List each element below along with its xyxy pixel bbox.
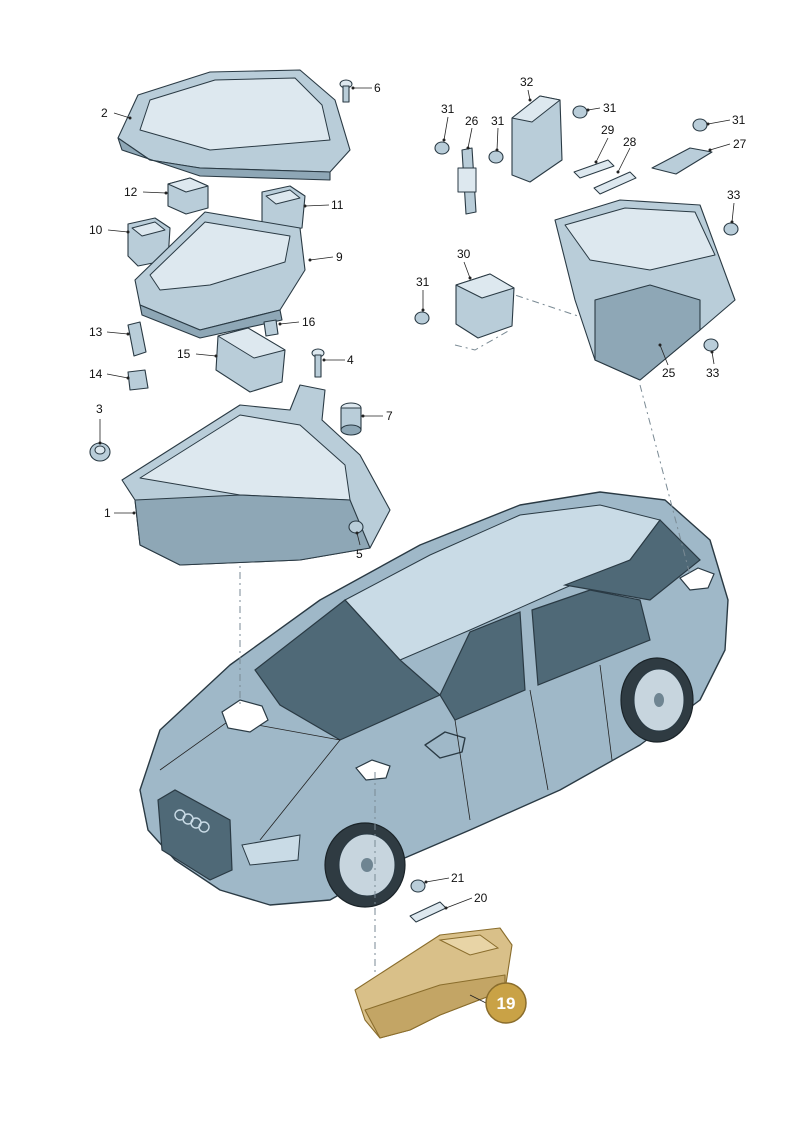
part-nut-3: [89, 442, 111, 462]
callout-7: 7: [386, 409, 393, 423]
part-fuse-strip-15: [215, 327, 286, 393]
part-clip-16: [263, 319, 279, 337]
part-fuse-carrier-9: [134, 211, 306, 339]
fender-location-marker: [355, 759, 391, 781]
part-nut-5: [348, 520, 364, 534]
callout-31-c: 31: [603, 101, 617, 115]
part-nut-31-a: [434, 141, 450, 155]
callout-9: 9: [336, 250, 343, 264]
part-nut-31-b: [488, 150, 504, 164]
part-strip-29: [573, 159, 615, 179]
callout-21: 21: [451, 871, 465, 885]
part-nut-21: [410, 879, 426, 893]
callout-29: 29: [601, 123, 615, 137]
part-housing-1: [121, 384, 391, 566]
part-module-32: [511, 95, 563, 183]
part-clip-14: [127, 369, 149, 391]
callout-13: 13: [89, 325, 103, 339]
callout-11: 11: [331, 198, 344, 212]
part-relay-30: [455, 273, 515, 339]
part-fuse-box-cover: [117, 69, 351, 181]
car-hood-line: [159, 719, 341, 841]
callout-3: 3: [96, 402, 103, 416]
car-door-lines: [454, 664, 613, 821]
callout-leaders: [98, 86, 735, 910]
callout-32: 32: [520, 75, 534, 89]
part-fuse-carrier-19: [354, 927, 513, 1039]
callout-27: 27: [733, 137, 747, 151]
part-grommet-7: [340, 402, 362, 436]
callout-31-e: 31: [416, 275, 430, 289]
hood-location-marker: [221, 699, 269, 733]
car-logo-rings: [174, 809, 210, 833]
callout-16: 16: [302, 315, 316, 329]
location-lines: [239, 289, 691, 975]
part-nut-31-e: [414, 311, 430, 325]
callout-12: 12: [124, 185, 138, 199]
part-nut-33-a: [723, 222, 739, 236]
part-nut-33-b: [703, 338, 719, 352]
callout-labels: 1 2 3 4 5 6 7 9 10 11 12 13 14 15 16 20 …: [89, 75, 747, 905]
part-distributor-25: [554, 199, 736, 381]
callout-25: 25: [662, 366, 676, 380]
part-clip-13: [127, 321, 147, 357]
callout-19-badge: 19: [469, 982, 527, 1024]
callout-30: 30: [457, 247, 471, 261]
callout-10: 10: [89, 223, 103, 237]
trunk-location-marker: [679, 567, 715, 591]
part-fuse-26: [457, 147, 477, 215]
callout-1: 1: [104, 506, 111, 520]
callout-15: 15: [177, 347, 191, 361]
car-rear-wheel: [620, 657, 694, 743]
callout-33-b: 33: [706, 366, 720, 380]
callout-6: 6: [374, 81, 381, 95]
part-fuse-27: [651, 147, 713, 175]
part-strip-28: [593, 171, 637, 195]
callout-26: 26: [465, 114, 479, 128]
callout-5: 5: [356, 547, 363, 561]
car-side-window-front: [439, 611, 526, 721]
car-headlight: [241, 834, 301, 866]
callout-33-a: 33: [727, 188, 741, 202]
part-relay-12: [167, 177, 209, 215]
part-screw-6: [339, 79, 353, 103]
callout-19: 19: [497, 994, 516, 1013]
car-rear-window: [562, 519, 701, 601]
callout-14: 14: [89, 367, 103, 381]
part-nut-31-c: [572, 105, 588, 119]
car-grille: [157, 789, 233, 881]
callout-2: 2: [101, 106, 108, 120]
car-side-window-rear: [531, 589, 651, 686]
callout-28: 28: [623, 135, 637, 149]
callout-4: 4: [347, 353, 354, 367]
callout-20: 20: [474, 891, 488, 905]
callout-31-d: 31: [732, 113, 746, 127]
car-side-mirror: [424, 731, 466, 759]
callout-31-b: 31: [491, 114, 505, 128]
callout-31-a: 31: [441, 102, 455, 116]
part-nut-31-d: [692, 118, 708, 132]
car-illustration: [139, 491, 729, 908]
part-strip-20: [409, 901, 447, 923]
car-front-wheel: [324, 822, 406, 908]
part-screw-4: [311, 348, 325, 378]
